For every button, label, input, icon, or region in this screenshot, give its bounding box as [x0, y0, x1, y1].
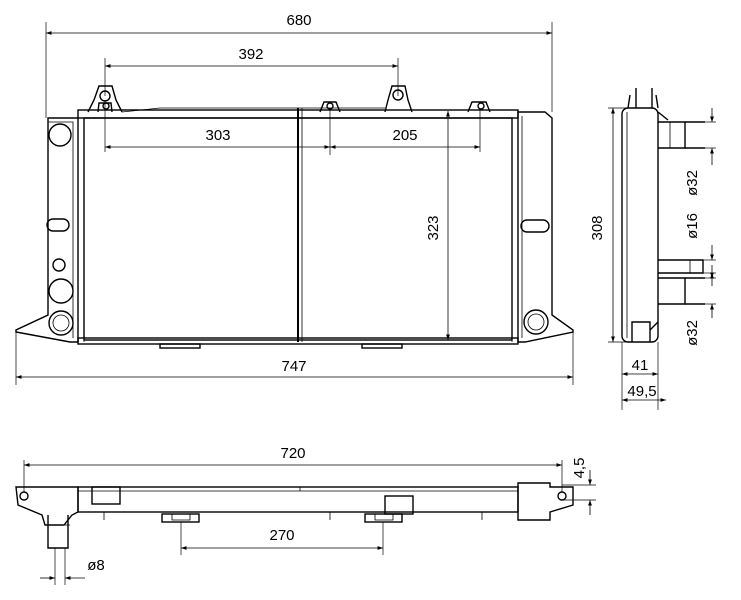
dim-720-label: 720 [280, 445, 305, 462]
dim-o8-label: ø8 [87, 557, 105, 574]
dim-747-label: 747 [281, 358, 306, 375]
side-view: 308 ø32 ø16 ø32 41 49,5 [589, 88, 716, 410]
dim-o32-top-label: ø32 [684, 170, 701, 196]
dim-680-label: 680 [286, 12, 311, 29]
dim-49-5-label: 49,5 [627, 383, 656, 400]
dim-323-label: 323 [425, 215, 442, 240]
dim-270-label: 270 [269, 527, 294, 544]
dim-4-5-label: 4,5 [571, 458, 588, 479]
dim-41-label: 41 [632, 357, 649, 374]
dim-308-label: 308 [589, 215, 606, 240]
dim-303-label: 303 [205, 127, 230, 144]
bottom-view: 720 4,5 270 ø8 [15, 445, 596, 585]
dim-o16-label: ø16 [684, 213, 701, 239]
dim-205-label: 205 [392, 127, 417, 144]
dim-o32-bottom-label: ø32 [684, 320, 701, 346]
dim-392-label: 392 [238, 46, 263, 63]
front-view: 680 392 303 205 323 747 [15, 12, 574, 385]
